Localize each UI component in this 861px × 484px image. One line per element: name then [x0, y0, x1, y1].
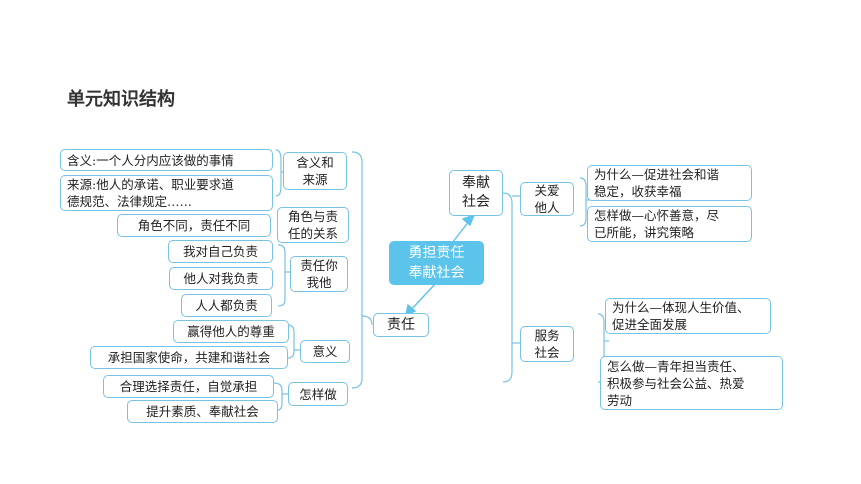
leaf-text: 来源:他人的承诺、职业要求道 德规范、法律规定……: [67, 177, 234, 209]
leaf-text: 承担国家使命，共建和谐社会: [107, 350, 271, 365]
leaf-text: 怎样做—心怀善意，尽 已所能，讲究策略: [594, 208, 720, 240]
leaf-text: 合理选择责任，自觉承担: [119, 379, 258, 394]
leaf-text: 怎么做—青年担当责任、 积极参与社会公益、热爱 劳动: [607, 358, 745, 408]
branch-care-others: 关爱 他人: [520, 182, 574, 216]
leaf-text: 他人对我负责: [183, 271, 259, 286]
branch-label: 服务 社会: [534, 328, 560, 360]
leaf-others: 他人对我负责: [169, 267, 273, 290]
branch-role-responsibility: 角色与责 任的关系: [277, 207, 349, 243]
branch-label: 关爱 他人: [534, 183, 560, 215]
center-node: 勇担责任 奉献社会: [389, 241, 484, 285]
leaf-text: 人人都负责: [195, 298, 258, 313]
leaf-improve: 提升素质、奉献社会: [127, 400, 278, 423]
leaf-definition: 含义:一个人分内应该做的事情: [60, 149, 273, 171]
leaf-mission: 承担国家使命，共建和谐社会: [90, 346, 288, 369]
branch-label: 怎样做: [299, 386, 337, 402]
leaf-serve-why: 为什么—体现人生价值、 促进全面发展: [605, 298, 771, 334]
leaf-text: 为什么—促进社会和谐 稳定，收获幸福: [594, 167, 720, 199]
leaf-serve-how: 怎么做—青年担当责任、 积极参与社会公益、热爱 劳动: [600, 356, 783, 410]
center-label: 勇担责任 奉献社会: [408, 245, 465, 281]
leaf-text: 赢得他人的尊重: [187, 324, 275, 339]
left-root-label: 责任: [387, 316, 415, 333]
leaf-respect: 赢得他人的尊重: [173, 320, 289, 343]
leaf-text: 角色不同，责任不同: [137, 218, 251, 233]
branch-significance: 意义: [300, 340, 350, 363]
page-title: 单元知识结构: [67, 89, 175, 110]
leaf-text: 我对自己负责: [182, 244, 258, 259]
leaf-self: 我对自己负责: [168, 240, 273, 263]
leaf-care-why: 为什么—促进社会和谐 稳定，收获幸福: [587, 165, 752, 201]
right-root-label: 奉献 社会: [462, 175, 490, 210]
branch-label: 角色与责 任的关系: [287, 209, 338, 241]
branch-label: 含义和 来源: [296, 155, 334, 187]
leaf-care-how: 怎样做—心怀善意，尽 已所能，讲究策略: [587, 206, 752, 242]
right-root-node: 奉献 社会: [449, 170, 503, 216]
leaf-role-diff: 角色不同，责任不同: [117, 214, 271, 237]
leaf-text: 提升素质、奉献社会: [146, 404, 259, 419]
leaf-text: 为什么—体现人生价值、 促进全面发展: [612, 300, 750, 332]
leaf-everyone: 人人都负责: [181, 294, 272, 317]
left-root-node: 责任: [373, 313, 429, 337]
branch-how-to: 怎样做: [288, 382, 348, 406]
branch-responsibility-everyone: 责任你 我他: [290, 256, 348, 292]
leaf-choose: 合理选择责任，自觉承担: [103, 375, 274, 398]
leaf-source: 来源:他人的承诺、职业要求道 德规范、法律规定……: [60, 175, 273, 211]
branch-serve-society: 服务 社会: [520, 326, 574, 362]
branch-label: 责任你 我他: [300, 258, 338, 290]
branch-definition-source: 含义和 来源: [283, 152, 347, 190]
branch-label: 意义: [312, 344, 338, 359]
leaf-text: 含义:一个人分内应该做的事情: [67, 152, 234, 168]
